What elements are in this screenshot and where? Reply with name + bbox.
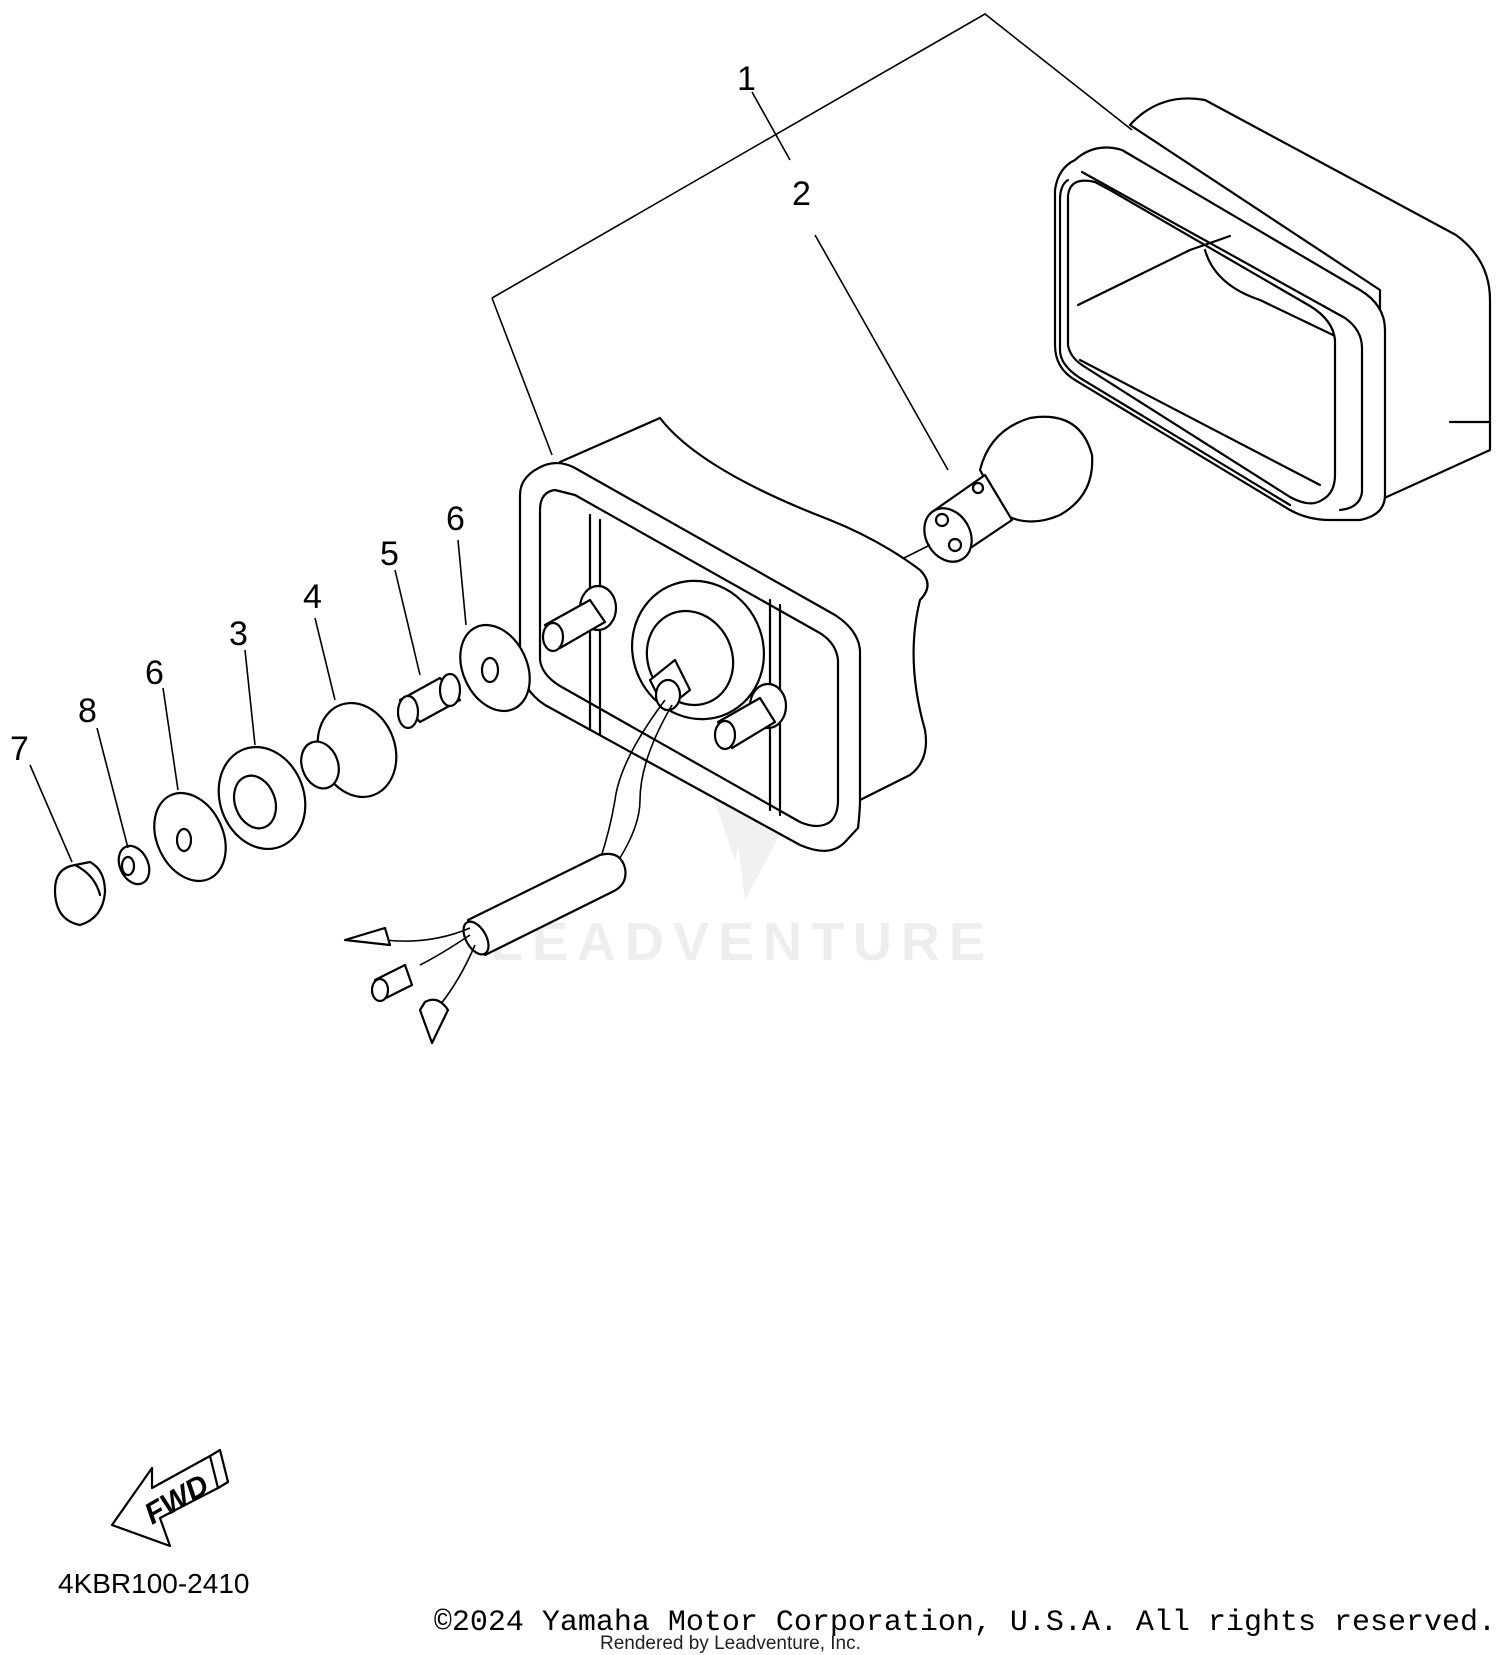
cap-nut-7 <box>53 860 107 927</box>
callout-8: 8 <box>78 692 97 730</box>
fwd-arrow-icon: FWD <box>110 1448 230 1548</box>
leader-line-2 <box>814 234 949 471</box>
taillight-housing <box>518 416 929 852</box>
damper-3 <box>217 745 307 851</box>
callout-1: 1 <box>737 60 756 98</box>
lock-washer-8 <box>117 844 151 886</box>
washer-6-right <box>459 623 531 713</box>
grommet-4 <box>300 701 398 799</box>
copyright-notice: ©2024 Yamaha Motor Corporation, U.S.A. A… <box>433 1606 1496 1640</box>
diagram-code: 4KBR100-2410 <box>58 1568 250 1599</box>
bulb <box>899 415 1094 563</box>
washer-6-left <box>153 791 227 883</box>
wire-harness <box>343 699 673 1045</box>
leader-bracket-1 <box>491 13 1133 456</box>
callout-5: 5 <box>380 535 399 573</box>
rendered-by: Rendered by Leadventure, Inc. <box>600 1633 861 1654</box>
callout-2: 2 <box>792 175 811 213</box>
callout-6-right: 6 <box>446 500 465 538</box>
callout-7: 7 <box>10 730 29 768</box>
callout-6-left: 6 <box>145 654 164 692</box>
taillight-lens <box>1053 97 1492 522</box>
collar-5 <box>396 672 462 730</box>
callout-4: 4 <box>303 578 322 616</box>
callout-leaders <box>29 539 467 863</box>
watermark-text: LEADVENTURE <box>490 912 994 972</box>
callout-3: 3 <box>229 615 248 653</box>
